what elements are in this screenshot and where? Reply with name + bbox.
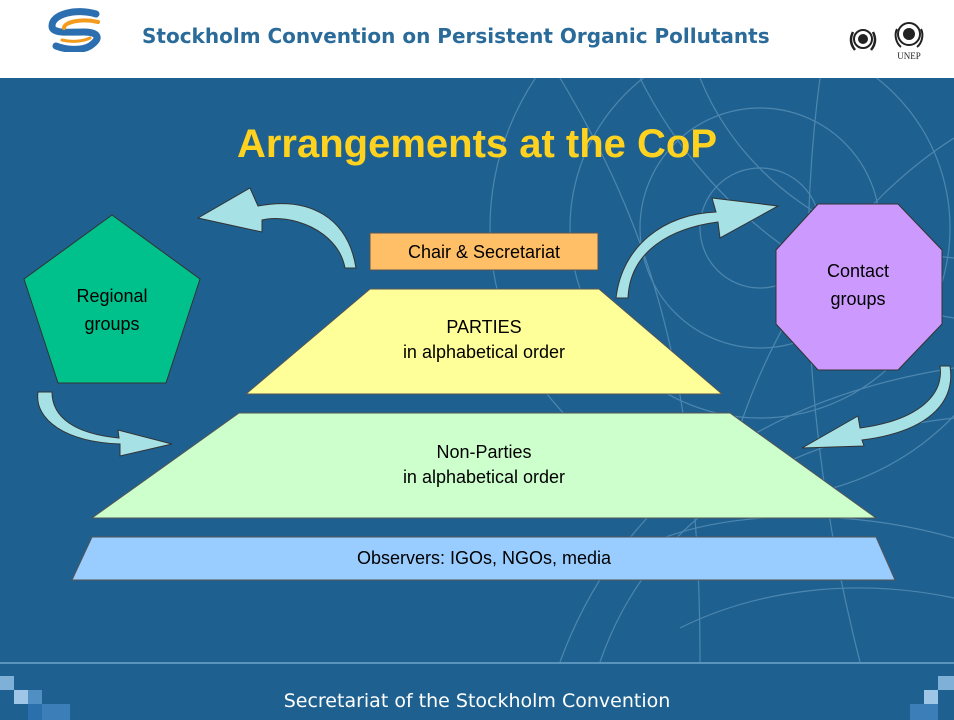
- curved-arrow-left: [37, 391, 173, 457]
- footer-corner-right: [910, 676, 954, 720]
- observers-label: Observers: IGOs, NGOs, media: [357, 548, 612, 568]
- arrows: [37, 187, 952, 457]
- chair-label: Chair & Secretariat: [408, 242, 560, 262]
- non-parties-title: Non-Parties: [436, 442, 531, 462]
- contact-groups-octagon: [775, 203, 943, 371]
- regional-groups-pentagon: [23, 214, 201, 384]
- stockholm-convention-logo: [48, 8, 101, 52]
- footer-text: Secretariat of the Stockholm Convention: [283, 690, 671, 712]
- unep-logo-icon: UNEP: [894, 22, 924, 61]
- un-emblem-icon: [849, 29, 877, 51]
- parties-subtitle: in alphabetical order: [403, 342, 565, 362]
- parties-title: PARTIES: [446, 317, 521, 337]
- contact-subtitle: groups: [830, 289, 885, 309]
- chair-box: [369, 232, 599, 271]
- slide-title: Arrangements at the CoP: [236, 122, 718, 166]
- header-title: Stockholm Convention on Persistent Organ…: [142, 24, 770, 48]
- footer-bar: Secretariat of the Stockholm Convention: [0, 662, 954, 720]
- footer-divider: [0, 662, 954, 664]
- regional-subtitle: groups: [84, 314, 139, 334]
- parties-trapezoid: [244, 288, 724, 395]
- contact-title: Contact: [827, 261, 889, 281]
- header-bar: Stockholm Convention on Persistent Organ…: [0, 0, 954, 78]
- non-parties-subtitle: in alphabetical order: [403, 467, 565, 487]
- curved-arrow-top-left: [196, 187, 357, 269]
- footer-corner-left: [0, 676, 70, 720]
- observers-band: [71, 536, 896, 581]
- regional-title: Regional: [76, 286, 147, 306]
- unep-label: UNEP: [897, 51, 921, 61]
- curved-arrow-right: [801, 365, 952, 449]
- non-parties-trapezoid: [90, 412, 878, 519]
- curved-arrow-top-right: [615, 197, 780, 299]
